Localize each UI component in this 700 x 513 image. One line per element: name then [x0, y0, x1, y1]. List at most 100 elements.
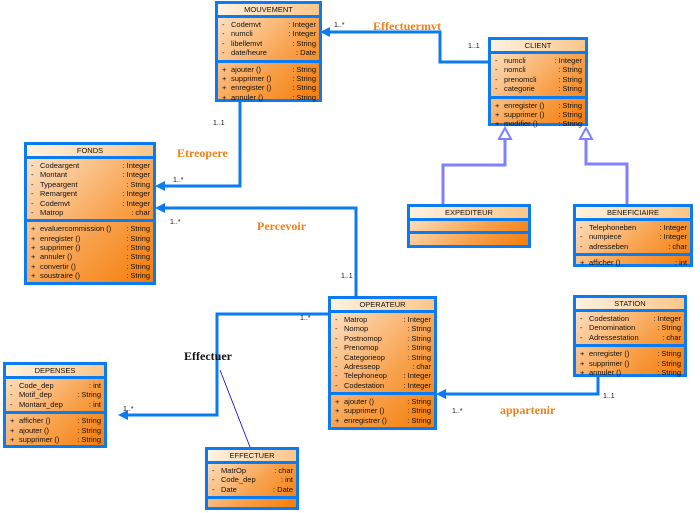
member-type: : Integer — [403, 380, 431, 390]
assoc-label-effectuer: Effectuer — [184, 349, 232, 363]
operation-row: +supprimer (): String — [580, 359, 681, 368]
attribute-row: -numcli: Integer — [222, 29, 316, 38]
assoc-appartenir-line — [446, 377, 600, 396]
member-type: : Integer — [122, 189, 150, 199]
member-name: enregister () — [40, 233, 81, 243]
member-type: : String — [126, 233, 150, 243]
class-name: DEPENSES — [6, 365, 104, 379]
visibility-marker: - — [335, 371, 338, 381]
member-name: Code_dep — [221, 475, 256, 485]
class-name: MOUVEMENT — [218, 4, 319, 18]
member-type: : Integer — [288, 20, 316, 29]
member-type: : String — [77, 390, 101, 400]
multiplicity: 1..* — [170, 219, 181, 226]
visibility-marker: + — [335, 406, 340, 416]
attribute-row: -Nomop: String — [335, 324, 431, 333]
operation-row: +enregister (): String — [580, 349, 681, 358]
arrow-head-icon — [320, 27, 330, 37]
class-beneficiaire[interactable]: BENEFICIAIRE -Telephoneben: Integer-nump… — [573, 204, 693, 267]
attribute-row: -Codeargent: Integer — [31, 161, 150, 170]
class-name: BENEFICIAIRE — [576, 207, 690, 221]
member-type: : Integer — [122, 170, 150, 180]
attribute-row: -Denomination: String — [580, 323, 681, 332]
visibility-marker: + — [31, 224, 36, 234]
member-name: Codeargent — [40, 161, 80, 170]
inheritance-triangle-icon — [497, 125, 513, 140]
member-type: : char — [662, 332, 681, 342]
member-name: soustraire () — [40, 271, 81, 281]
multiplicity: 1..1 — [603, 393, 615, 400]
attribute-row: -numpiece: Integer — [580, 232, 687, 241]
visibility-marker: + — [580, 258, 585, 268]
visibility-marker: + — [31, 271, 36, 281]
member-type: : String — [558, 100, 582, 110]
member-type: : String — [407, 343, 431, 353]
member-name: libellemvt — [231, 38, 263, 48]
member-name: ajouter () — [344, 397, 375, 406]
visibility-marker: + — [495, 100, 500, 110]
visibility-marker: - — [335, 343, 338, 353]
member-name: Matrop — [344, 315, 368, 324]
attribute-row: -MatrOp: char — [212, 466, 293, 475]
visibility-marker: + — [222, 92, 227, 102]
multiplicity: 1..1 — [213, 120, 225, 127]
member-name: supprimer () — [504, 109, 545, 119]
visibility-marker: - — [580, 232, 583, 242]
member-type: : String — [407, 397, 431, 406]
attribute-row: -nomcli: String — [495, 65, 582, 74]
member-name: supprimer () — [344, 406, 385, 416]
member-name: afficher () — [19, 416, 51, 426]
visibility-marker: + — [222, 83, 227, 93]
multiplicity: 1..* — [334, 22, 345, 29]
visibility-marker: + — [495, 109, 500, 119]
operations-section: +ajouter (): String+supprimer (): String… — [331, 392, 434, 427]
member-type: : String — [77, 416, 101, 426]
class-operateur[interactable]: OPERATEUR -Matrop: Integer-Nomop: String… — [328, 296, 437, 430]
member-name: Code_dep — [19, 381, 54, 390]
member-name: Codemvt — [231, 20, 262, 29]
member-name: supprimer () — [589, 358, 630, 368]
visibility-marker: - — [31, 170, 34, 180]
member-type: : Date — [295, 48, 316, 58]
member-type: : String — [407, 352, 431, 362]
class-station[interactable]: STATION -Codestation: Integer-Denominati… — [573, 295, 687, 377]
visibility-marker: - — [31, 207, 34, 217]
visibility-marker: - — [580, 323, 583, 333]
member-type: : String — [407, 333, 431, 343]
class-depenses[interactable]: DEPENSES -Code_dep: int-Motif_dep: Strin… — [3, 362, 107, 448]
operation-row: +soustraire (): String — [31, 271, 150, 280]
attribute-row: -libellemvt: String — [222, 39, 316, 48]
member-type: : int — [88, 381, 101, 390]
class-effectuer[interactable]: EFFECTUER -MatrOp: char-Code_dep: int-Da… — [205, 447, 299, 510]
operation-row: +supprimer (): String — [335, 406, 431, 415]
member-type: : int — [88, 399, 101, 409]
member-type: : String — [126, 224, 150, 234]
member-name: Codemvt — [40, 198, 71, 208]
assoc-etreopere-line — [165, 102, 242, 188]
multiplicity: 1..* — [452, 408, 463, 415]
member-type: : String — [558, 119, 582, 129]
class-fonds[interactable]: FONDS -Codeargent: Integer-Montant: Inte… — [24, 142, 156, 285]
attributes-section: -Codemvt: Integer-numcli: Integer-libell… — [218, 18, 319, 60]
operation-row: +annuler (): String — [222, 93, 316, 102]
attribute-row: -Date: Date — [212, 485, 293, 494]
class-mouvement[interactable]: MOUVEMENT -Codemvt: Integer-numcli: Inte… — [215, 1, 322, 102]
multiplicity: 1..1 — [468, 43, 480, 50]
member-type: : int — [674, 258, 687, 268]
class-expediteur[interactable]: EXPEDITEUR — [407, 204, 531, 248]
member-type: : String — [292, 64, 316, 74]
visibility-marker: - — [212, 466, 215, 475]
member-type: : Integer — [403, 371, 431, 381]
visibility-marker: + — [31, 233, 36, 243]
visibility-marker: - — [495, 84, 498, 94]
operation-row: +ajouter (): String — [335, 397, 431, 406]
member-name: Adresseop — [344, 361, 380, 371]
visibility-marker: + — [580, 367, 585, 377]
class-client[interactable]: CLIENT -numcli: Integer-nomcli: String-p… — [488, 37, 588, 129]
visibility-marker: - — [335, 315, 338, 324]
visibility-marker: - — [31, 161, 34, 170]
visibility-marker: + — [495, 119, 500, 129]
attributes-section: -Codeargent: Integer-Montant: Integer-Ty… — [27, 159, 153, 219]
member-name: numcli — [231, 29, 253, 39]
